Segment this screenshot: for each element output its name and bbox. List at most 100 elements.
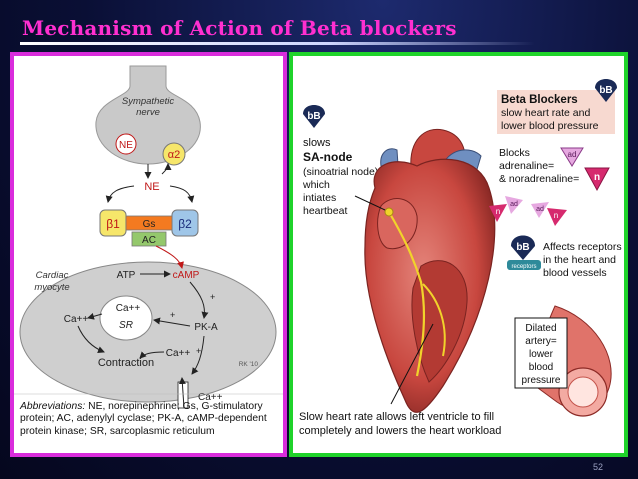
dilated-line1: Dilated <box>525 323 556 334</box>
adrenaline-symbol: ad <box>560 147 584 167</box>
dilated-line5: pressure <box>522 375 561 386</box>
dilated-line4: blood <box>529 362 553 373</box>
blocks-line3: & noradrenaline= <box>499 173 579 185</box>
sr-release-arrow <box>87 312 103 320</box>
alpha2-label: α2 <box>168 149 180 161</box>
beta2-label: β2 <box>178 217 192 231</box>
molecule-ad-1-label: ad <box>510 201 518 208</box>
noradrenaline-symbol-label: n <box>594 172 600 183</box>
bb-title: Beta Blockers <box>501 94 578 106</box>
gs-label: Gs <box>143 219 156 230</box>
artery-lumen <box>567 376 599 408</box>
plus-sign-2: + <box>170 310 175 320</box>
sr-ca-label: Ca++ <box>116 303 141 314</box>
left-diagram-panel: Sympathetic nerve NE α2 NE β1 β2 Gs AC C… <box>10 52 287 457</box>
conduction-path <box>388 211 426 377</box>
receptor-badge: bB receptors <box>507 235 541 270</box>
ca-left-label: Ca++ <box>64 314 89 325</box>
sa-text-line1: slows <box>303 137 331 149</box>
pka-to-sr-arrow <box>153 317 191 327</box>
adenylyl-cyclase <box>131 231 167 247</box>
ac-to-camp-arrow <box>155 245 184 269</box>
molecule-n-1-label: n <box>496 207 500 216</box>
molecule-n-1 <box>489 204 507 222</box>
ca-influx-arrow <box>178 377 186 409</box>
conduction-path-2 <box>422 283 446 357</box>
alpha2-receptor <box>162 142 186 166</box>
heart-illustration: bB slows SA-node (sinoatrial node) which… <box>299 79 622 437</box>
adrenaline-symbol-label: ad <box>568 150 577 159</box>
blocks-line2: adrenaline= <box>499 160 554 172</box>
cardiac-myocyte-cell <box>19 261 277 403</box>
ca-channel-label: Ca++ <box>166 348 191 359</box>
sa-node <box>384 207 394 217</box>
bb-badge-right-label: bB <box>599 85 612 96</box>
bb-line2: slow heart rate and <box>501 107 590 119</box>
nerve-label-line1: Sympathetic <box>122 96 175 107</box>
affects-line1: Affects receptors <box>543 241 622 253</box>
signature: RK '10 <box>239 361 259 368</box>
molecule-n-2 <box>547 208 567 226</box>
sr-label: SR <box>119 320 133 331</box>
cell-label-line2: myocyte <box>34 282 69 293</box>
slide-title: Mechanism of Action of Beta blockers <box>22 16 457 40</box>
ne-to-alpha2-arrow <box>161 163 172 175</box>
sa-text-line2: SA-node <box>303 150 353 164</box>
ne-to-beta2-arrow <box>169 185 195 203</box>
right-diagram-panel: bB slows SA-node (sinoatrial node) which… <box>289 52 628 457</box>
gs-protein <box>125 215 173 231</box>
heart-drawing <box>364 128 496 413</box>
bb-line3: lower blood pressure <box>501 120 599 132</box>
camp-label: cAMP <box>173 270 200 281</box>
contraction-label: Contraction <box>98 357 154 369</box>
title-underline <box>20 42 535 45</box>
affects-line2: in the heart and <box>543 254 616 266</box>
molecule-ad-2 <box>531 202 549 218</box>
dilated-artery-textbox <box>514 317 568 389</box>
sarcoplasmic-reticulum <box>99 295 153 341</box>
sa-text-line4: which <box>302 179 330 191</box>
sa-text-line5: intiates <box>303 192 336 204</box>
receptor-label: receptors <box>511 264 536 270</box>
ca-to-contraction-arrow <box>77 325 105 354</box>
page-number: 52 <box>593 462 604 472</box>
molecule-n-2-label: n <box>554 211 558 220</box>
bottom-caption-line2: completely and lowers the heart workload <box>299 425 501 437</box>
beta1-label: β1 <box>106 217 120 231</box>
abbreviations-note: Abbreviations: NE, norepinephrine; Gs, G… <box>20 401 282 438</box>
dilated-line2: artery= <box>525 336 557 347</box>
ne-vesicle <box>115 133 137 155</box>
sa-pointer-line <box>354 195 386 211</box>
plus-sign-3: + <box>196 346 201 356</box>
atp-label: ATP <box>117 270 136 281</box>
sa-text-line6: heartbeat <box>303 205 347 217</box>
floating-molecules: n ad ad n <box>489 196 567 226</box>
dilated-line3: lower <box>529 349 554 360</box>
ca-channel-to-contraction-arrow <box>139 351 165 359</box>
ac-label: AC <box>142 235 156 246</box>
receptor-badge-label: bB <box>516 242 529 253</box>
ne-released-label: NE <box>144 181 159 193</box>
plus-sign-1: + <box>210 292 215 302</box>
signaling-diagram: Sympathetic nerve NE α2 NE β1 β2 Gs AC C… <box>14 65 283 409</box>
ca-outside-label: Ca++ <box>198 392 223 403</box>
pka-label: PK-A <box>194 322 218 333</box>
abbreviations-text: NE, norepinephrine; Gs, G-stimulatory pr… <box>20 401 267 437</box>
camp-to-pka-arrow <box>189 281 209 319</box>
abbreviations-lead: Abbreviations: <box>20 401 86 412</box>
bottom-caption-line1: Slow heart rate allows left ventricle to… <box>299 411 494 423</box>
pka-to-channel-arrow <box>191 335 205 375</box>
affects-line3: blood vessels <box>543 267 607 279</box>
ne-vesicle-label: NE <box>119 140 133 151</box>
beta-blockers-box <box>497 90 615 134</box>
noradrenaline-symbol: n <box>584 167 610 192</box>
molecule-ad-2-label: ad <box>536 206 544 213</box>
bb-badge-left-label: bB <box>307 111 320 122</box>
cell-label-line1: Cardiac <box>36 270 69 281</box>
beta-blocker-badge-right: bB <box>595 79 617 102</box>
sa-text-line3: (sinoatrial node) <box>303 166 378 178</box>
ne-to-beta1-arrow <box>105 185 135 203</box>
left-ventricle <box>411 260 468 383</box>
molecule-ad-1 <box>505 196 523 214</box>
nerve-label-line2: nerve <box>136 107 160 118</box>
